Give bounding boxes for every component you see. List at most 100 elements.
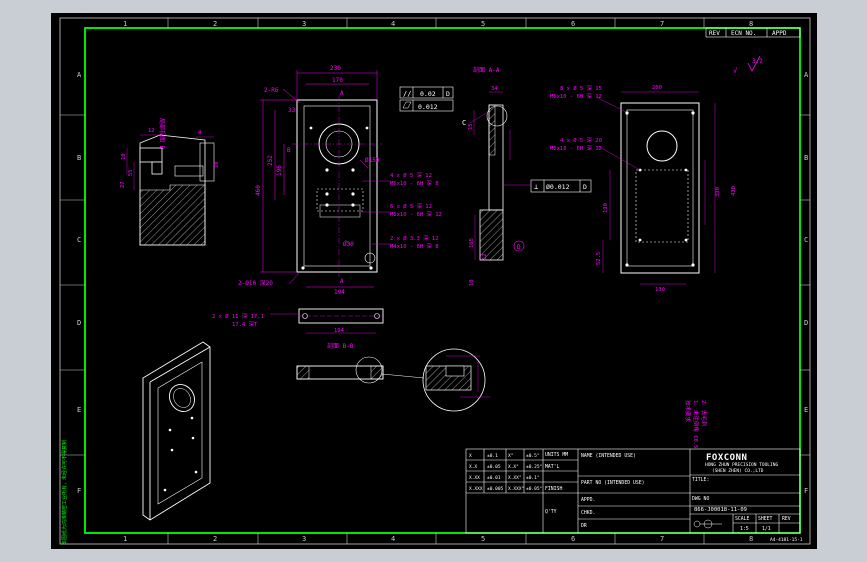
zone-col-bottom-4: 4: [391, 535, 395, 543]
tol-r2-c1: X.X: [469, 464, 477, 470]
front-view: 230 170 2-R6 33 Ø150 Ø30 194 2-Ø10 深20 B…: [238, 65, 442, 296]
zone-col-bottom-3: 3: [302, 535, 306, 543]
tol-r3-c2: ±0.01: [487, 475, 501, 481]
bottom-note-sub: 17.4 深T: [232, 320, 258, 328]
scale-label: SCALE: [735, 516, 750, 522]
tolerance-table: X ±0.1 X° ±0.5° X.X ±0.05 X.X° ±0.25° X.…: [469, 453, 543, 492]
dim-dia-150: Ø150: [365, 157, 380, 164]
svg-text:⊥: ⊥: [534, 183, 538, 191]
column-labels-top: 1 2 3 4 5 6 7 8: [123, 20, 753, 28]
zone-col-top-2: 2: [213, 20, 217, 28]
matl-label: MAT'L: [545, 464, 560, 470]
zone-row-right-c: C: [804, 236, 808, 244]
zone-col-top-5: 5: [481, 20, 485, 28]
side-dim-15: 15: [468, 123, 474, 130]
zone-col-top-3: 3: [302, 20, 306, 28]
title-block-labels: UNITS MM MAT'L FINISH Q'TY NAME (INTENDE…: [545, 452, 803, 543]
side-dim-34: 34: [491, 86, 498, 92]
dim-196: 196: [276, 165, 283, 176]
rear-note-1: 8 x Ø 5 深 15: [560, 84, 602, 92]
front-inner: [303, 105, 371, 267]
zone-col-bottom-5: 5: [481, 535, 485, 543]
detail-c-circle: [486, 105, 508, 127]
detail-b-dim-12: 12: [148, 128, 155, 134]
tol-r4-c2: ±0.005: [487, 486, 504, 492]
zone-col-bottom-8: 8: [749, 535, 753, 543]
finish-label: FINISH: [545, 486, 562, 492]
detail-b-dim-10: 10: [121, 153, 127, 160]
scale-value: 1:5: [740, 526, 749, 532]
company-logo: FOXCONN: [706, 453, 747, 463]
rear-dim-190: 190: [603, 203, 609, 213]
dr-label: DR: [581, 523, 587, 529]
flatness-value: 0.012: [418, 103, 438, 111]
drawing-background: [51, 13, 817, 549]
zone-row-right-a: A: [804, 71, 809, 79]
detail-b-dim-4: 4: [198, 130, 202, 136]
tol-r1-c1: X: [469, 453, 472, 459]
zone-row-left-e: E: [77, 406, 81, 414]
dim-252: 252: [267, 155, 274, 166]
front-note-1: 4 x Ø 5 深 12: [390, 171, 432, 179]
title-block: [465, 448, 801, 534]
detail-zoom-circle: [422, 348, 486, 412]
surface-finish-symbol: 3.2 √: [733, 55, 763, 75]
tech-note-title: 技术要求: [684, 400, 692, 423]
zone-row-left-f: F: [77, 487, 81, 495]
technical-notes: 技术要求 1. 未注倒角 C0.5 2. 去毛刺: [684, 400, 708, 449]
dim-33: 33: [288, 107, 296, 114]
section-label-a-top: A: [340, 90, 344, 97]
zone-col-top-7: 7: [660, 20, 664, 28]
tech-note-2: 2. 去毛刺: [700, 400, 708, 427]
isometric-view: [142, 341, 211, 521]
detail-b-dim-27: 27: [120, 181, 126, 188]
dim-230: 230: [330, 65, 341, 72]
zone-row-left-c: C: [77, 236, 81, 244]
zone-col-top-1: 1: [123, 20, 127, 28]
detail-view-b: 局部视图 B 12 4 10 27 10 55: [120, 118, 220, 246]
tol-r1-c3: X°: [508, 453, 514, 459]
qty-label: Q'TY: [545, 509, 557, 515]
rev-header-appd: APPD: [772, 30, 787, 37]
company-name-2: (SHEN ZHEN) CO.,LTD: [712, 468, 764, 474]
detail-b-dim-55: 55: [128, 169, 134, 176]
outer-frame: [59, 17, 811, 545]
zone-col-top-8: 8: [749, 20, 753, 28]
rear-dim-130: 130: [655, 287, 665, 293]
section-label-b: B: [287, 147, 291, 154]
detail-c-label: C: [462, 119, 466, 127]
rear-note-4: M6x10 - 6H 深 12: [550, 144, 602, 152]
sheet-value: 1/1: [762, 526, 771, 532]
side-section-view: 剖面 A-A // 0.02 D 0.012 ⊥ Ø0.012 D D C: [399, 66, 592, 286]
zone-ticks: [60, 18, 810, 544]
svg-text://: //: [403, 90, 411, 98]
tol-r2-c3: X.X°: [508, 464, 519, 470]
tol-r2-c2: ±0.05: [487, 464, 501, 470]
front-note-2: M6x10 - 6H 深 8: [390, 179, 439, 187]
title-label: TITLE:: [692, 477, 709, 483]
zone-row-left-d: D: [77, 319, 81, 327]
datum-d-top: D: [446, 90, 450, 98]
tol-r1-c4: ±0.5°: [526, 453, 540, 459]
appd-label: APPD.: [581, 497, 595, 503]
dim-dia-30: Ø30: [343, 241, 354, 248]
bottom-note: 2 x Ø 11 深 17.1: [212, 312, 264, 320]
tol-r2-c4: ±0.25°: [526, 464, 543, 470]
tech-note-1: 1. 未注倒角 C0.5: [692, 400, 700, 449]
title-block-circles: [693, 519, 722, 529]
svg-text:√: √: [733, 67, 738, 75]
datum-d-perp: D: [583, 183, 587, 191]
tol-r3-c3: X.XX°: [508, 475, 522, 481]
side-dim-12: 12: [482, 253, 488, 260]
rear-view: 200 130 8 x Ø 5 深 15 M6x10 - 6H 深 12 4 x…: [550, 84, 737, 293]
side-dim-10: 10: [469, 279, 475, 286]
front-note-3: 6 x Ø 5 深 12: [390, 202, 432, 210]
bottom-dim-194: 194: [334, 328, 345, 334]
dwg-no-label: DWG NO: [692, 496, 709, 502]
side-section-title: 剖面 A-A: [473, 66, 500, 74]
revision-header: REV ECN NO. APPD: [705, 27, 801, 38]
dwg-no: 866-J00018-11-09: [694, 507, 747, 513]
section-label-a-bottom: A: [340, 278, 344, 285]
